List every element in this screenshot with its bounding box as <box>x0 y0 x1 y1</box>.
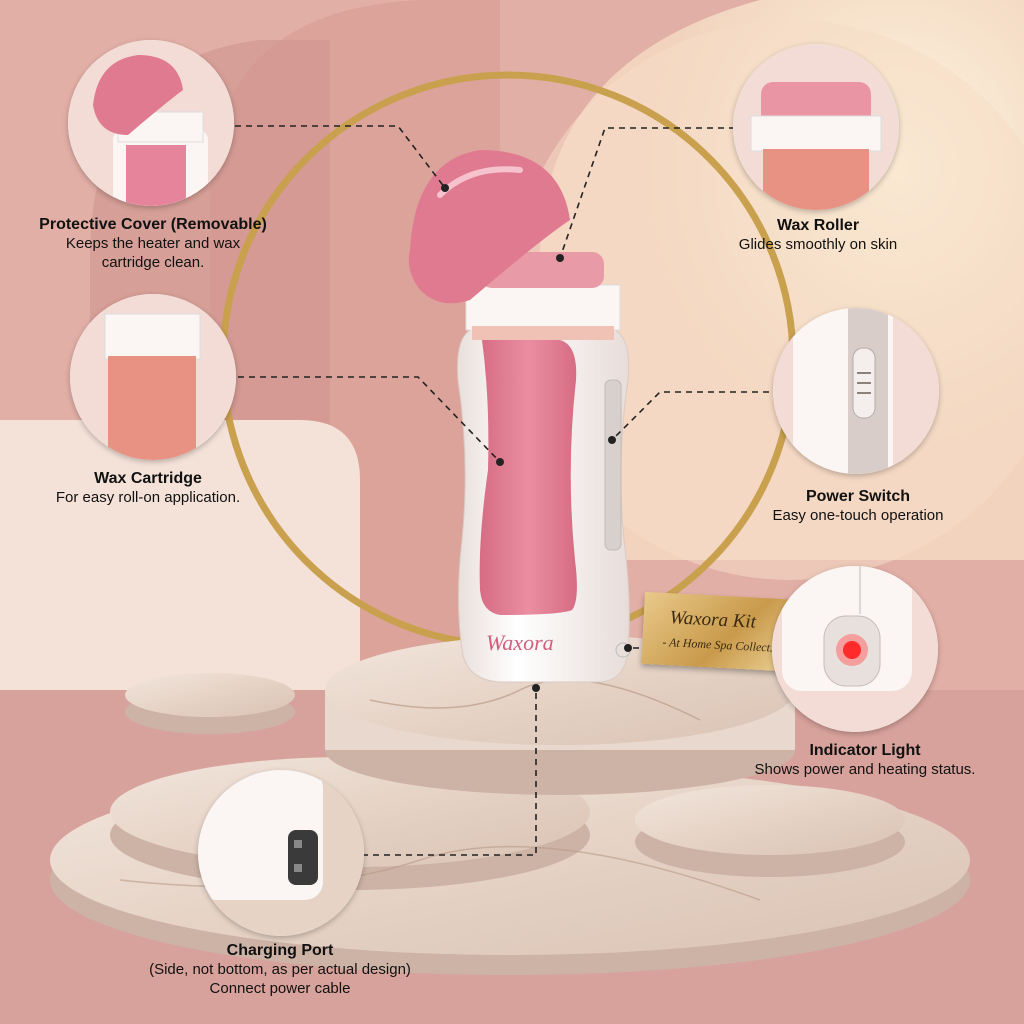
callout-desc: (Side, not bottom, as per actual design)… <box>149 961 411 997</box>
indicator-light-detail-image <box>772 566 938 732</box>
callout-title: Charging Port <box>226 942 334 959</box>
callout-indicator-light: Indicator Light Shows power and heating … <box>722 741 1008 779</box>
callout-desc: Glides smoothly on skin <box>738 236 898 253</box>
callout-power-switch: Power Switch Easy one-touch operation <box>740 487 976 525</box>
plaque-subtitle: - At Home Spa Collect... <box>662 634 780 655</box>
callout-desc: Keeps the heater and wax cartridge clean… <box>65 235 241 271</box>
callout-wax-cartridge: Wax Cartridge For easy roll-on applicati… <box>30 469 266 507</box>
callout-desc: Shows power and heating status. <box>754 761 976 778</box>
callout-desc: For easy roll-on application. <box>55 489 241 506</box>
protective-cover-detail-image <box>68 40 234 206</box>
callout-title: Power Switch <box>805 488 911 505</box>
plaque-title: Waxora Kit <box>669 607 757 633</box>
charging-port-detail-image <box>198 770 364 936</box>
callout-title: Indicator Light <box>809 742 921 759</box>
callout-title: Protective Cover (Removable) <box>39 216 267 233</box>
wax-cartridge-detail-image <box>70 294 236 460</box>
callout-title: Wax Roller <box>776 217 860 234</box>
callout-charging-port: Charging Port (Side, not bottom, as per … <box>120 941 440 998</box>
wax-roller-detail-image <box>733 44 899 210</box>
callout-protective-cover: Protective Cover (Removable) Keeps the h… <box>20 215 286 272</box>
power-switch-detail-image <box>773 308 939 474</box>
callout-wax-roller: Wax Roller Glides smoothly on skin <box>700 216 936 254</box>
device-brand-label: Waxora <box>486 630 554 655</box>
callout-title: Wax Cartridge <box>94 470 202 487</box>
callout-desc: Easy one-touch operation <box>772 507 944 524</box>
